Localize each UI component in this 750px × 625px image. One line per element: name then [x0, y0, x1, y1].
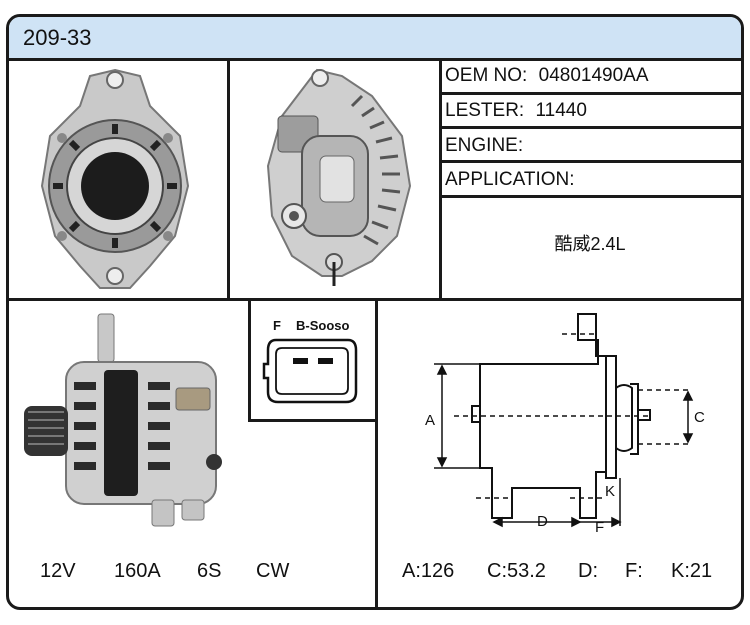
lester-label: LESTER:: [445, 100, 525, 121]
dimension-f-value: F:: [625, 560, 643, 582]
dim-label-f: F: [595, 519, 605, 536]
connector-diagram: [262, 338, 358, 404]
connector-label-b: B-Sooso: [296, 318, 350, 333]
alternator-side-view: [24, 313, 222, 527]
oem-value: 04801490AA: [538, 65, 649, 86]
application-label: APPLICATION:: [445, 169, 575, 190]
engine-row: ENGINE:: [445, 135, 735, 157]
connector-label-f: F: [273, 318, 281, 333]
engine-label: ENGINE:: [445, 135, 524, 156]
divider-bottom: [375, 298, 378, 610]
oem-row: OEM NO: 04801490AA: [445, 65, 735, 87]
title-bar: 209-33: [9, 17, 741, 61]
dimension-a-value: A:126: [402, 560, 455, 582]
dimension-k-value: K:21: [671, 560, 713, 582]
amperage-value: 160A: [114, 560, 161, 582]
spec-row-divider-4: [439, 195, 744, 198]
spec-row-divider-1: [439, 92, 744, 95]
alternator-rear-view: [266, 68, 412, 286]
oem-label: OEM NO:: [445, 65, 528, 86]
voltage-value: 12V: [40, 560, 76, 582]
application-row: APPLICATION:: [445, 169, 735, 191]
dimension-drawing: [434, 313, 694, 528]
alternator-front-view: [40, 68, 190, 289]
dim-label-c: C: [694, 409, 705, 426]
dim-label-d: D: [537, 513, 548, 530]
rotation-value: CW: [256, 560, 290, 582]
pulley-value: 6S: [197, 560, 222, 582]
dim-label-a: A: [425, 412, 436, 429]
spec-row-divider-3: [439, 160, 744, 163]
dimension-d-value: D:: [578, 560, 598, 582]
connector-box-left: [248, 298, 251, 422]
spec-row-divider-2: [439, 126, 744, 129]
divider-top-right: [439, 58, 442, 300]
divider-top-left: [227, 58, 230, 300]
application-value: 酷威2.4L: [554, 234, 626, 254]
part-number: 209-33: [23, 25, 92, 50]
lester-value: 11440: [535, 100, 587, 121]
lester-row: LESTER: 11440: [445, 100, 735, 122]
dimension-c-value: C:53.2: [487, 560, 546, 582]
connector-box-bottom: [249, 419, 377, 422]
dim-label-k: K: [605, 483, 616, 500]
